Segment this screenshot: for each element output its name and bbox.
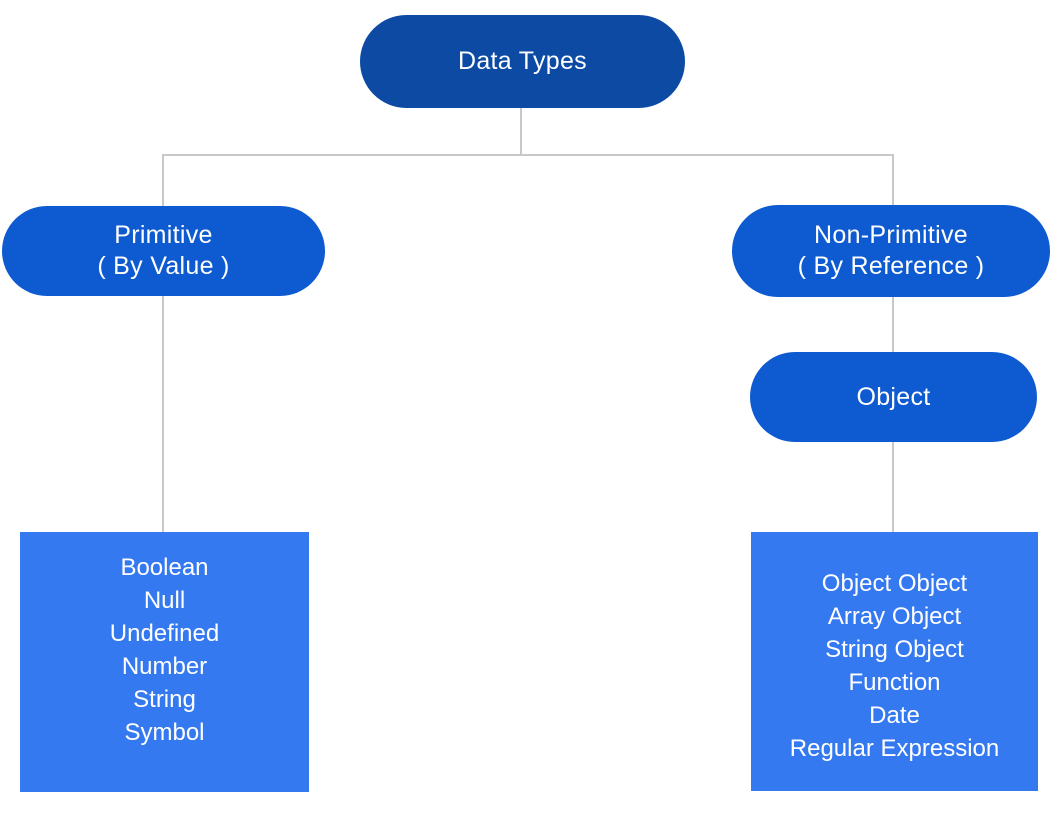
connector-nonprimitive-vertical-top [892,154,894,206]
tree-node-object: Object [750,352,1037,442]
connector-nonprimitive-to-object [892,296,894,353]
tree-node-non-primitive: Non-Primitive ( By Reference ) [732,205,1050,297]
list-line: Array Object [827,603,962,630]
list-line: Date [869,702,920,729]
tree-node-primitive: Primitive ( By Value ) [2,206,325,296]
list-line: Null [143,587,186,614]
list-line: Undefined [109,620,220,647]
list-line: String Object [825,636,964,663]
list-line: Function [848,669,941,696]
tree-node-data-types-label: Data Types [457,47,587,75]
tree-node-object-label: Object [856,382,931,411]
tree-node-primitive-label-line1: Primitive [114,221,213,249]
list-line: Symbol [124,719,205,746]
tree-node-data-types: Data Types [360,15,685,108]
list-line: Boolean [120,554,209,581]
connector-horizontal-main [162,154,894,156]
connector-primitive-to-list [162,295,164,532]
tree-node-primitive-label-line2: ( By Value ) [97,252,230,280]
connector-root-vertical [520,108,522,155]
list-line: String [133,686,196,713]
list-line: Object Object [821,570,968,597]
tree-node-non-primitive-label-line2: ( By Reference ) [797,252,985,280]
list-line: Regular Expression [789,735,1000,762]
connector-primitive-vertical-top [162,154,164,207]
tree-node-non-primitive-label-line1: Non-Primitive [814,221,968,249]
list-line: Number [121,653,208,680]
connector-object-to-list [892,441,894,532]
